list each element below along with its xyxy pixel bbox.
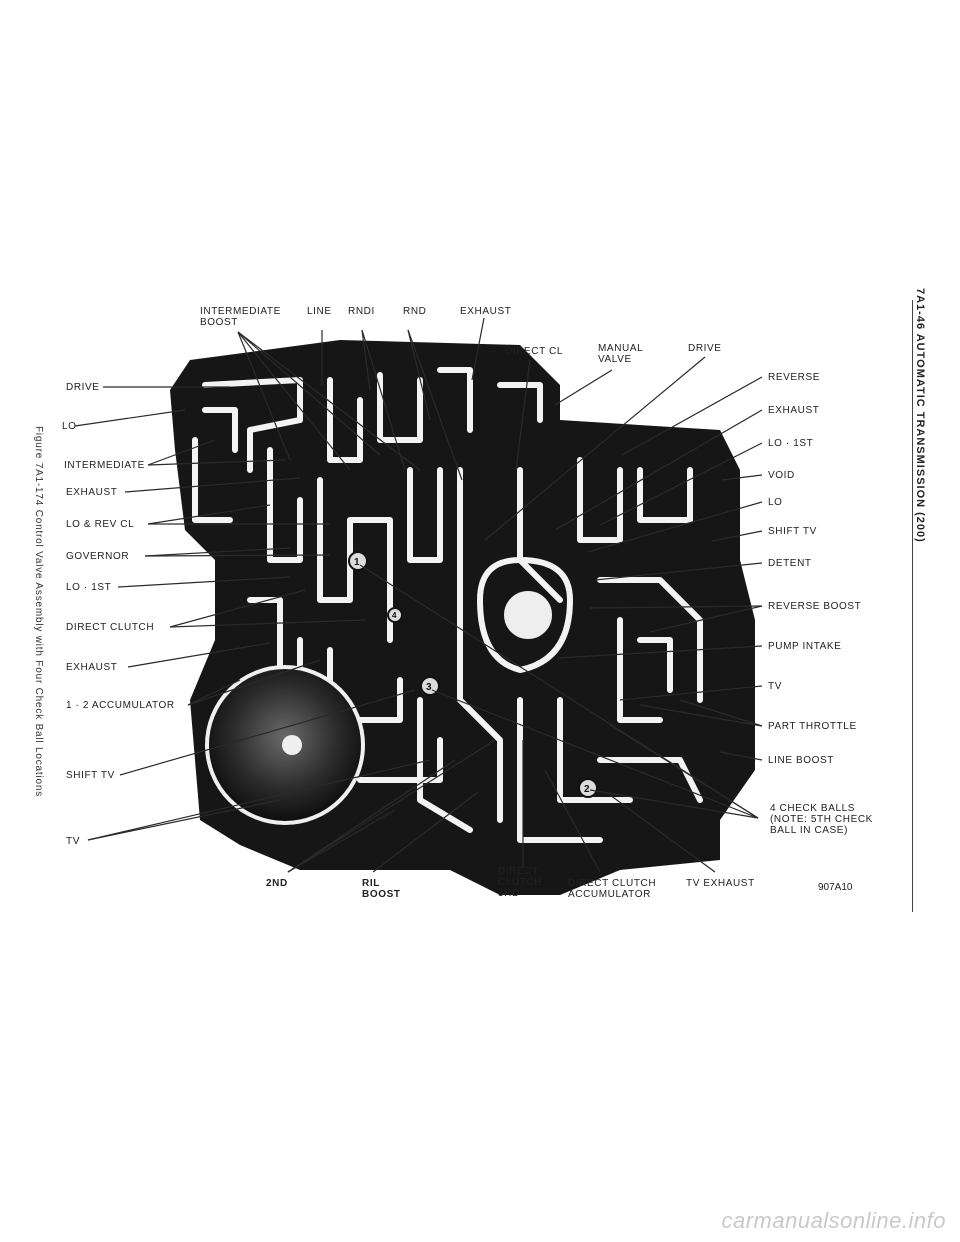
label-line: LINE bbox=[307, 306, 332, 317]
label-exhaust-right: EXHAUST bbox=[768, 405, 820, 416]
label-reverse: REVERSE bbox=[768, 372, 820, 383]
label-rnd: RND bbox=[403, 306, 427, 317]
label-intermediate-left: INTERMEDIATE bbox=[64, 460, 145, 471]
check-ball bbox=[387, 607, 403, 623]
watermark: carmanualsonline.info bbox=[721, 1208, 946, 1233]
label-1-2-accumulator: 1 · 2 ACCUMULATOR bbox=[66, 700, 175, 711]
leader-lines bbox=[74, 317, 763, 873]
accumulator-center bbox=[282, 735, 302, 755]
label-tv-left: TV bbox=[66, 836, 80, 847]
header-rule bbox=[912, 300, 913, 912]
label-shift-tv-left: SHIFT TV bbox=[66, 770, 115, 781]
check-ball bbox=[348, 551, 368, 571]
label-lo-right: LO bbox=[768, 497, 783, 508]
label-detent: DETENT bbox=[768, 558, 812, 569]
label-tv-right: TV bbox=[768, 681, 782, 692]
label-reverse-boost: REVERSE BOOST bbox=[768, 601, 862, 612]
label-direct-clutch-left: DIRECT CLUTCH bbox=[66, 622, 155, 633]
label-governor: GOVERNOR bbox=[66, 551, 130, 562]
check-ball-number: 3 bbox=[426, 682, 432, 693]
label-exhaust-left2: EXHAUST bbox=[66, 662, 118, 673]
check-ball-number: 2 bbox=[584, 784, 590, 795]
label-exhaust-top: EXHAUST bbox=[460, 306, 512, 317]
check-ball-number: 4 bbox=[392, 611, 397, 620]
label-lo-left: LO bbox=[62, 421, 77, 432]
label-tv-exhaust: TV EXHAUST bbox=[686, 878, 755, 889]
label-rndi: RNDI bbox=[348, 306, 375, 317]
label-pump-intake: PUMP INTAKE bbox=[768, 641, 842, 652]
label-drive-top: DRIVE bbox=[688, 343, 722, 354]
label-drive-left: DRIVE bbox=[66, 382, 100, 393]
label-void: VOID bbox=[768, 470, 795, 481]
label-2nd: 2ND bbox=[266, 878, 288, 889]
label-line-boost: LINE BOOST bbox=[768, 755, 835, 766]
pump-intake-port bbox=[500, 587, 556, 643]
label-shift-tv-right: SHIFT TV bbox=[768, 526, 817, 537]
label-lo-1st-left: LO · 1ST bbox=[66, 582, 112, 593]
label-lo-rev-cl: LO & REV CL bbox=[66, 519, 135, 530]
label-lo-1st-right: LO · 1ST bbox=[768, 438, 814, 449]
label-part-throttle: PART THROTTLE bbox=[768, 721, 857, 732]
check-ball-number: 1 bbox=[354, 557, 360, 568]
label-direct-cl: DIRECT CL bbox=[505, 346, 564, 357]
check-ball bbox=[578, 778, 598, 798]
figure-id: 907A10 bbox=[818, 882, 853, 893]
label-exhaust-left: EXHAUST bbox=[66, 487, 118, 498]
